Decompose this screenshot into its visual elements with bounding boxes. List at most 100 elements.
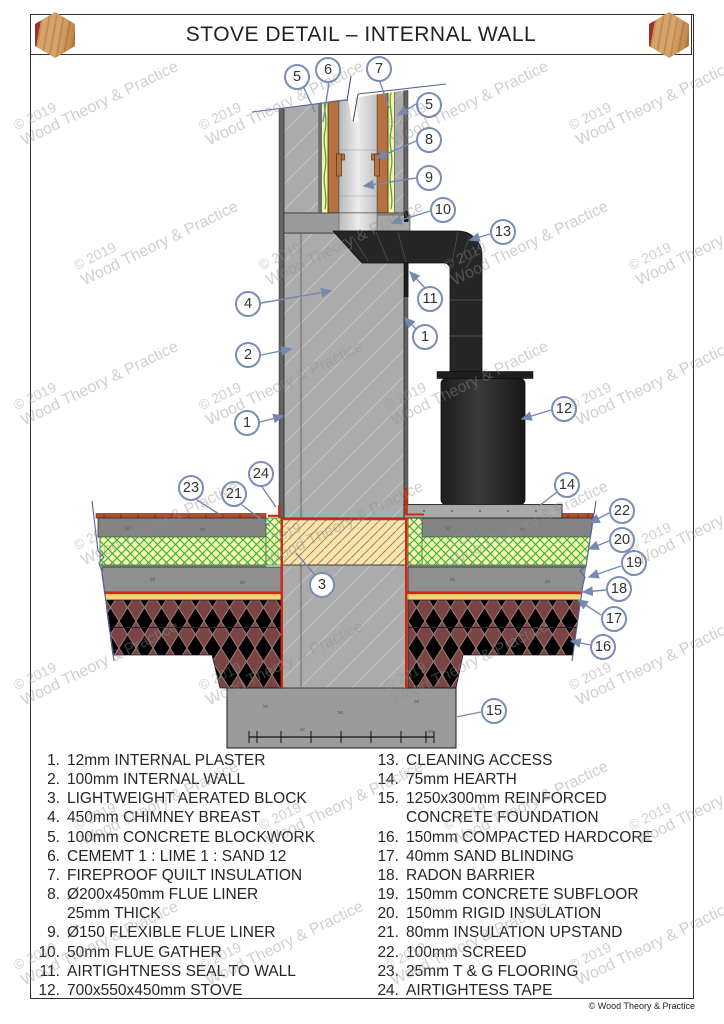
legend-item: 2. 100mm INTERNAL WALL bbox=[32, 770, 348, 789]
legend-item-number: 16. bbox=[377, 828, 399, 846]
leader-line bbox=[396, 103, 417, 116]
airtight-seal bbox=[404, 211, 409, 222]
title-bar: STOVE DETAIL – INTERNAL WALL bbox=[30, 14, 692, 55]
flue-liner bbox=[327, 87, 340, 214]
mortar-parge bbox=[319, 88, 322, 213]
copyright-footer: © Wood Theory & Practice bbox=[588, 1001, 695, 1011]
legend-item-number: 6. bbox=[47, 847, 60, 865]
legend-item-number: 3. bbox=[47, 790, 60, 808]
concrete-subfloor bbox=[101, 566, 282, 593]
leader-line bbox=[588, 512, 610, 524]
legend-item: 17. 40mm SAND BLINDING bbox=[362, 847, 688, 866]
legend-item-text: 40mm SAND BLINDING bbox=[406, 847, 574, 865]
legend-item-text: 150mm RIGID INSULATION bbox=[406, 905, 602, 923]
leader-line bbox=[241, 504, 271, 527]
leader-line bbox=[587, 540, 610, 550]
plaster-right-face bbox=[403, 87, 409, 519]
leader-line bbox=[409, 270, 428, 291]
leader-lines bbox=[196, 81, 622, 718]
liner-socket bbox=[336, 153, 342, 177]
floor-left bbox=[95, 513, 282, 689]
legend-item-text: CEMEMT 1 : LIME 1 : SAND 12 bbox=[67, 847, 287, 865]
legend-item-number: 18. bbox=[377, 866, 399, 884]
hearth bbox=[403, 504, 563, 519]
legend-item-number: 15. bbox=[377, 790, 399, 808]
legend-item-number: 24. bbox=[377, 981, 399, 999]
legend-item: 24.AIRTIGHTESS TAPE bbox=[362, 981, 688, 1000]
legend-item-text: 100mm INTERNAL WALL bbox=[67, 771, 246, 789]
legend-item-text: Ø200x450mm FLUE LINER 25mm THICK bbox=[67, 886, 259, 923]
legend-item: 8. Ø200x450mm FLUE LINER 25mm THICK bbox=[32, 885, 348, 923]
legend-item-text: 50mm FLUE GATHER bbox=[67, 943, 222, 961]
stove-group bbox=[403, 371, 563, 519]
legend-item-number: 19. bbox=[377, 886, 399, 904]
rigid-insulation bbox=[421, 536, 591, 566]
legend-item: 5. 100mm CONCRETE BLOCKWORK bbox=[32, 828, 348, 847]
leader-line bbox=[259, 413, 285, 424]
concrete-subfloor bbox=[407, 566, 588, 593]
legend-item-text: RADON BARRIER bbox=[406, 866, 536, 884]
legend-item-text: 12mm INTERNAL PLASTER bbox=[67, 752, 266, 769]
radon-barrier bbox=[103, 488, 584, 688]
legend-item-text: 100mm CONCRETE BLOCKWORK bbox=[67, 828, 316, 846]
legend-item: 9. Ø150 FLEXIBLE FLUE LINER bbox=[32, 923, 348, 942]
legend-item-number: 17. bbox=[377, 847, 399, 865]
stove-detail-svg bbox=[56, 56, 662, 749]
airtight-seal bbox=[404, 263, 409, 297]
legend-item: 3. LIGHTWEIGHT AERATED BLOCK bbox=[32, 789, 348, 808]
leader-line bbox=[260, 346, 293, 356]
leader-line bbox=[520, 409, 552, 421]
legend-item-number: 9. bbox=[47, 924, 60, 942]
legend-item: 4. 450mm CHIMNEY BREAST bbox=[32, 808, 348, 827]
legend-item: 20. 150mm RIGID INSULATION bbox=[362, 904, 688, 923]
legend-item-number: 20. bbox=[377, 905, 399, 923]
legend-item: 14.75mm HEARTH bbox=[362, 770, 688, 789]
legend-item-text: 700x550x450mm STOVE bbox=[67, 981, 243, 999]
legend-item: 19. 150mm CONCRETE SUBFLOOR bbox=[362, 885, 688, 904]
legend-item-number: 1. bbox=[47, 752, 60, 769]
legend-item-number: 4. bbox=[47, 809, 60, 827]
legend-item-text: 25mm T & G FLOORING bbox=[406, 962, 579, 980]
compacted-hardcore bbox=[407, 599, 582, 689]
legend-item: 21.80mm INSULATION UPSTAND bbox=[362, 923, 688, 942]
legend-item-text: CLEANING ACCESS bbox=[406, 752, 553, 769]
legend-item-number: 23. bbox=[377, 962, 399, 980]
legend-item: 6. CEMEMT 1 : LIME 1 : SAND 12 bbox=[32, 847, 348, 866]
leader-line bbox=[260, 287, 333, 304]
legend-item: 1. 12mm INTERNAL PLASTER bbox=[32, 751, 348, 770]
leader-line bbox=[196, 499, 220, 515]
leader-line bbox=[261, 486, 277, 508]
legend-item-number: 5. bbox=[47, 828, 60, 846]
legend-item-text: AIRTIGHTNESS SEAL TO WALL bbox=[67, 962, 296, 980]
rigid-insulation bbox=[99, 536, 267, 566]
legend-item-number: 10. bbox=[38, 943, 60, 961]
leader-line bbox=[468, 232, 491, 242]
internal-plaster bbox=[278, 103, 285, 519]
legend-item-text: 450mm CHIMNEY BREAST bbox=[67, 809, 261, 827]
legend-item: 13.CLEANING ACCESS bbox=[362, 751, 688, 770]
legend-item-number: 8. bbox=[47, 886, 60, 904]
leader-line bbox=[576, 599, 602, 616]
legend-item-number: 11. bbox=[39, 962, 60, 980]
legend-left-column: 1. 12mm INTERNAL PLASTER 2. 100mm INTERNAL … bbox=[32, 751, 348, 1000]
flue-stack bbox=[322, 87, 394, 214]
technical-drawing bbox=[30, 55, 695, 750]
legend-item-number: 2. bbox=[47, 771, 60, 789]
leader-line bbox=[587, 565, 622, 579]
tg-flooring bbox=[95, 513, 267, 519]
floor-right bbox=[407, 513, 594, 689]
legend-item-text: LIGHTWEIGHT AERATED BLOCK bbox=[67, 790, 307, 808]
legend-item-text: 150mm COMPACTED HARDCORE bbox=[406, 828, 653, 846]
legend-item-text: Ø150 FLEXIBLE FLUE LINER bbox=[67, 924, 276, 942]
legend-item: 12.700x550x450mm STOVE bbox=[32, 981, 348, 1000]
legend-item-text: 150mm CONCRETE SUBFLOOR bbox=[406, 886, 639, 904]
legend-item: 10. 50mm FLUE GATHER bbox=[32, 943, 348, 962]
legend-item-text: FIREPROOF QUILT INSULATION bbox=[67, 866, 303, 884]
screed bbox=[421, 517, 593, 538]
legend-item: 23. 25mm T & G FLOORING bbox=[362, 962, 688, 981]
legend-item: 11. AIRTIGHTNESS SEAL TO WALL bbox=[32, 962, 348, 981]
legend-item-text: 75mm HEARTH bbox=[406, 771, 517, 789]
flue-liner bbox=[376, 87, 389, 214]
